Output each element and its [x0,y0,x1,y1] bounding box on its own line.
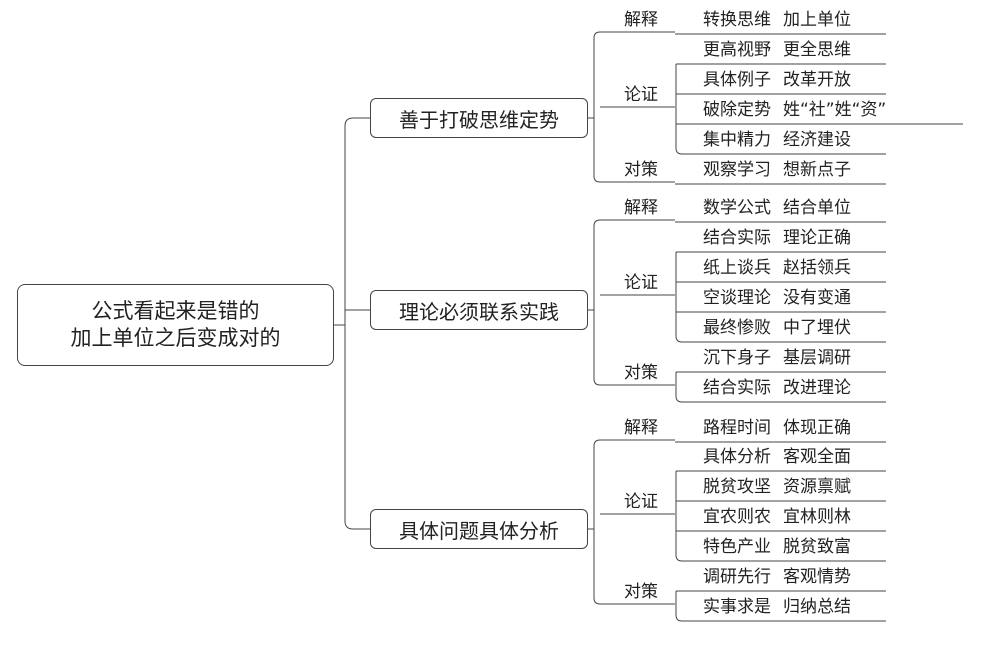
leaf-item: 结合实际改进理论 [703,378,851,398]
leaf-key: 最终惨败 [703,318,771,338]
leaf-value: 加上单位 [783,10,851,30]
leaf-key: 破除定势 [703,100,771,120]
leaf-key: 具体分析 [703,447,771,467]
root-line-1: 公式看起来是错的 [91,299,260,323]
leaf-item: 最终惨败中了埋伏 [703,318,851,338]
category-label: 论证 [624,492,658,512]
leaf-underline [675,147,886,155]
category-label: 论证 [624,85,658,105]
leaf-item: 集中精力经济建设 [703,130,851,150]
leaf-value: 更全思维 [783,40,851,60]
leaf-underline [675,614,886,622]
leaf-item: 转换思维加上单位 [703,10,851,30]
leaf-key: 观察学习 [703,160,771,180]
branch-connector [344,117,370,127]
leaf-value: 经济建设 [783,130,851,150]
leaf-value: 脱贫致富 [783,537,851,557]
category-label: 解释 [624,10,658,30]
leaf-underline [675,395,886,403]
leaf-item: 更高视野更全思维 [703,40,851,60]
category-label: 解释 [624,418,658,438]
category-label: 解释 [624,198,658,218]
root-line-2: 加上单位之后变成对的 [70,326,281,350]
leaf-value: 体现正确 [783,418,851,438]
leaf-item: 空谈理论没有变通 [703,288,851,308]
category-corner [593,597,601,605]
branch-title: 具体问题具体分析 [399,518,559,543]
leaf-value: 改进理论 [783,378,851,398]
leaf-key: 调研先行 [703,567,771,587]
leaf-value: 客观情势 [783,567,851,587]
category-label: 对策 [624,160,658,180]
leaf-underline [675,554,886,562]
leaf-item: 路程时间体现正确 [703,418,851,438]
leaf-key: 更高视野 [703,40,771,60]
leaf-value: 宜林则林 [783,507,851,527]
leaf-item: 纸上谈兵赵括领兵 [703,258,851,278]
leaf-item: 数学公式结合单位 [703,198,851,218]
branch-node: 理论必须联系实践 [370,290,588,330]
leaf-key: 具体例子 [703,70,771,90]
leaf-item: 具体例子改革开放 [703,70,851,90]
leaf-item: 调研先行客观情势 [703,567,851,587]
leaf-item: 沉下身子基层调研 [703,348,851,368]
leaf-key: 集中精力 [703,130,771,150]
leaf-item: 实事求是归纳总结 [703,597,851,617]
leaf-item: 破除定势姓“社”姓“资” [703,100,886,120]
leaf-underline [675,335,886,343]
leaf-key: 特色产业 [703,537,771,557]
leaf-value: 改革开放 [783,70,851,90]
leaf-item: 宜农则农宜林则林 [703,507,851,527]
leaf-value: 理论正确 [783,228,851,248]
category-corner [593,175,601,183]
leaf-key: 数学公式 [703,198,771,218]
category-label: 对策 [624,363,658,383]
branch-connector [344,520,370,530]
category-corner [593,31,601,39]
branch-title: 理论必须联系实践 [399,299,559,324]
leaf-key: 路程时间 [703,418,771,438]
leaf-value: 中了埋伏 [783,318,851,338]
leaf-key: 沉下身子 [703,348,771,368]
category-corner [593,378,601,386]
leaf-value: 资源禀赋 [783,477,851,497]
leaf-item: 特色产业脱贫致富 [703,537,851,557]
root-node: 公式看起来是错的 加上单位之后变成对的 [17,284,334,366]
category-corner [593,219,601,227]
leaf-value: 客观全面 [783,447,851,467]
leaf-value: 想新点子 [783,160,851,180]
leaf-value: 基层调研 [783,348,851,368]
leaf-value: 结合单位 [783,198,851,218]
leaf-value: 归纳总结 [783,597,851,617]
branch-node: 具体问题具体分析 [370,509,588,549]
leaf-key: 结合实际 [703,228,771,248]
leaf-item: 观察学习想新点子 [703,160,851,180]
category-label: 对策 [624,582,658,602]
leaf-item: 具体分析客观全面 [703,447,851,467]
leaf-key: 实事求是 [703,597,771,617]
leaf-item: 结合实际理论正确 [703,228,851,248]
branch-title: 善于打破思维定势 [399,107,559,132]
category-corner [593,439,601,447]
leaf-key: 转换思维 [703,10,771,30]
leaf-key: 空谈理论 [703,288,771,308]
branch-node: 善于打破思维定势 [370,98,588,138]
leaf-value: 赵括领兵 [783,258,851,278]
leaf-item: 脱贫攻坚资源禀赋 [703,477,851,497]
category-label: 论证 [624,273,658,293]
leaf-value: 姓“社”姓“资” [783,100,887,120]
leaf-key: 结合实际 [703,378,771,398]
leaf-value: 没有变通 [783,288,851,308]
leaf-key: 纸上谈兵 [703,258,771,278]
leaf-key: 宜农则农 [703,507,771,527]
leaf-key: 脱贫攻坚 [703,477,771,497]
